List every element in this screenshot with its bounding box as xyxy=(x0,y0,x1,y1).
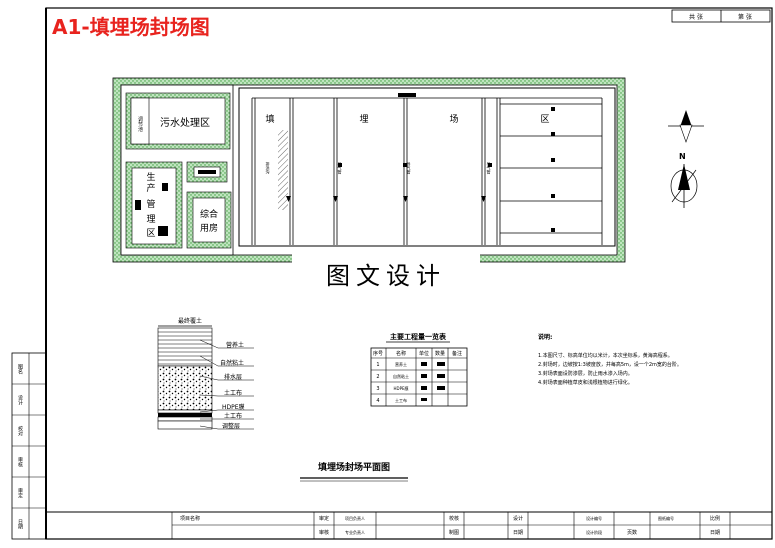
note-1: 1.本图尺寸、标高单位均以米计，本次坐标系，黄海高程系。 xyxy=(538,352,673,359)
layer-label-5: HDPE膜 xyxy=(222,403,245,411)
qt-r2-no: 2 xyxy=(376,374,379,380)
qt-r1-no: 1 xyxy=(376,362,379,368)
quantity-table-title: 主要工程量一览表 xyxy=(390,332,447,341)
cover-section: 最终覆土 营养土 自然粘土 排水 xyxy=(157,317,254,430)
quantity-table: 主要工程量一览表 序号 名称 单位 数量 备注 1 营养土 2 自然粘土 3 H… xyxy=(370,332,468,407)
sheet-number: 第 张 xyxy=(738,13,752,21)
production-label-4: 理 xyxy=(146,214,155,225)
tb-drafted: 制图 xyxy=(449,529,459,536)
qt-r4-name: 土工布 xyxy=(395,397,407,403)
production-zone xyxy=(131,167,177,245)
qt-header-unit: 单位 xyxy=(419,350,429,357)
layer-label-7: 调整层 xyxy=(222,422,240,430)
trench-label-3: 导气管 xyxy=(407,161,412,175)
layer-label-6: 土工布 xyxy=(224,412,242,420)
qt-header-no: 序号 xyxy=(373,350,383,357)
watermark-text: 图文设计 xyxy=(326,262,446,290)
tb-date: 日期 xyxy=(513,530,523,536)
tb-design: 设计 xyxy=(513,515,523,522)
production-label-3: 管 xyxy=(146,198,155,210)
production-label-2: 产 xyxy=(146,182,155,194)
qt-r3-no: 3 xyxy=(376,386,379,392)
tb-design-stage: 设计阶段 xyxy=(586,529,602,535)
note-2: 2.封场时，边坡按1:3坡度放，并每高5m，设一个2m宽的台阶。 xyxy=(538,361,682,368)
qt-header-qty: 数量 xyxy=(435,350,445,357)
layer-label-2: 自然粘土 xyxy=(220,359,244,367)
qt-r1-name: 营养土 xyxy=(395,361,407,367)
notes-heading: 说明: xyxy=(538,333,552,341)
section-top-label: 最终覆土 xyxy=(178,317,202,325)
qt-header-note: 备注 xyxy=(452,350,462,357)
tb-date-2: 日期 xyxy=(710,530,720,536)
strip-label-6: 日期 xyxy=(17,519,23,530)
drawing-title: A1-填埋场封场图 xyxy=(52,15,210,39)
qt-r3-name: HDPE膜 xyxy=(393,385,408,391)
strip-label-5: 审定 xyxy=(17,487,23,499)
layer-label-3: 排水层 xyxy=(224,373,242,381)
strip-label-1: 图名 xyxy=(17,364,23,375)
sheet-count-cells: 共 张 第 张 xyxy=(671,9,771,23)
trench-label-1: 排洪沟 xyxy=(266,161,271,175)
landfill-label-3: 场 xyxy=(449,114,458,125)
site-plan: 调节池 污水处理区 生 产 管 理 区 综合 用房 xyxy=(112,77,626,263)
north-label: N xyxy=(679,152,686,161)
trench-label-4: 导气管 xyxy=(487,161,492,175)
left-signature-strip: 图名 设计 校对 审核 审定 日期 xyxy=(11,352,47,540)
sewage-tank xyxy=(130,97,150,145)
qt-r2-name: 自然粘土 xyxy=(393,373,409,379)
tb-reviewed: 审核 xyxy=(319,529,329,536)
landfill-label-4: 区 xyxy=(540,114,549,125)
qt-r4-no: 4 xyxy=(376,398,379,404)
composite-label-1: 综合 xyxy=(200,208,218,220)
landfill-area xyxy=(238,87,616,247)
tb-design-no: 设计编号 xyxy=(586,515,602,521)
sewage-zone-label: 污水处理区 xyxy=(160,117,210,129)
tb-pages: 页数 xyxy=(627,529,637,536)
tb-discipline-lead: 专业负责人 xyxy=(345,529,365,535)
landfill-label-2: 埋 xyxy=(359,114,368,125)
north-arrow: N xyxy=(668,110,704,208)
sewage-tank-label: 调节池 xyxy=(137,116,143,132)
qt-header-name: 名称 xyxy=(396,350,406,357)
strip-label-3: 校对 xyxy=(17,425,23,436)
tb-drawing-no: 图纸编号 xyxy=(658,515,674,521)
design-notes: 说明: 1.本图尺寸、标高单位均以米计，本次坐标系，黄海高程系。 2.封场时，边… xyxy=(538,333,682,386)
tb-project-name: 项目名称 xyxy=(180,515,200,522)
landfill-label-1: 填 xyxy=(265,113,274,125)
strip-label-2: 设计 xyxy=(17,394,23,406)
tb-project-lead: 项目负责人 xyxy=(345,515,365,521)
tb-scale: 比例 xyxy=(710,515,720,522)
production-label-5: 区 xyxy=(146,228,155,239)
tb-approved: 审定 xyxy=(319,515,329,522)
composite-building xyxy=(192,197,226,243)
note-4: 4.封场表面种植草皮和浅根植物进行绿化。 xyxy=(538,379,633,386)
drawing-caption: 填埋场封场平面图 xyxy=(318,461,390,473)
tb-checked: 校核 xyxy=(449,515,459,522)
title-block: 项目名称 审定 项目负责人 校核 设计 设计编号 图纸编号 比例 审核 专业负责… xyxy=(45,511,773,540)
composite-label-2: 用房 xyxy=(200,222,218,234)
trench-label-2: 导气管 xyxy=(338,161,343,175)
strip-label-4: 审核 xyxy=(17,456,23,468)
layer-label-4: 土工布 xyxy=(224,389,242,397)
sheet-total: 共 张 xyxy=(689,13,703,21)
layer-label-1: 营养土 xyxy=(226,341,244,349)
production-label-1: 生 xyxy=(146,171,155,183)
note-3: 3.封场表面设防渗层，防止雨水渗入场内。 xyxy=(538,370,633,377)
